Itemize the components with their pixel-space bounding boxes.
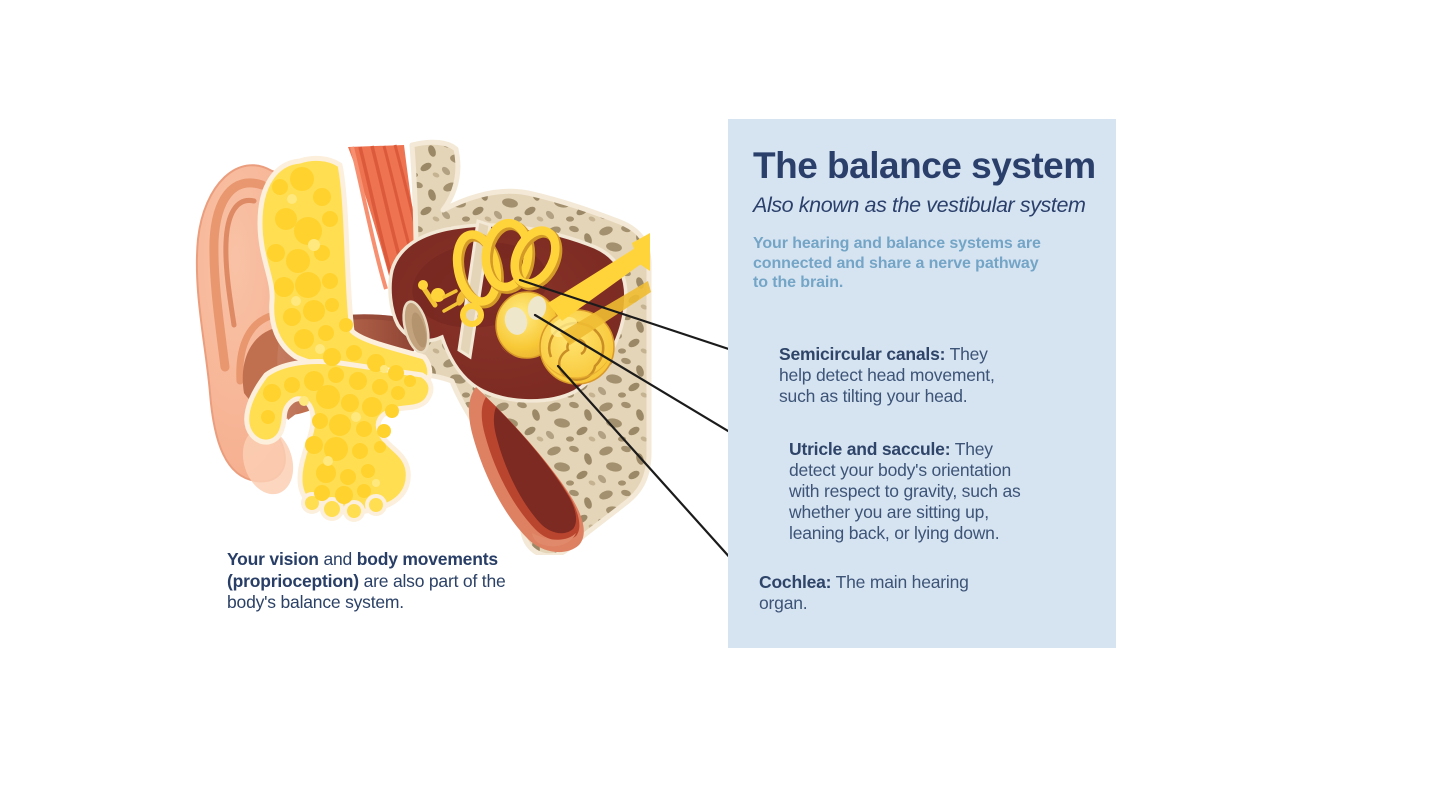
intro-paragraph: Your hearing and balance systems are con…	[753, 235, 1041, 291]
page-subtitle: Also known as the vestibular system	[753, 193, 1086, 217]
ear-illustration	[180, 135, 670, 559]
vision-proprioception-caption: Your vision and body movements(proprioce…	[227, 549, 506, 612]
eustachian-tube	[468, 387, 584, 553]
ear-anatomy-svg	[195, 139, 652, 559]
semicircular-canals	[452, 218, 563, 327]
fat-bubbles	[261, 167, 416, 504]
fat-bubble-highlights	[287, 194, 388, 487]
page-title: The balance system	[753, 145, 1096, 186]
ossicles	[418, 280, 466, 313]
fatty-tissue-lower	[244, 359, 434, 522]
eardrum	[402, 300, 430, 354]
info-panel: The balance system Also known as the ves…	[728, 119, 1116, 648]
